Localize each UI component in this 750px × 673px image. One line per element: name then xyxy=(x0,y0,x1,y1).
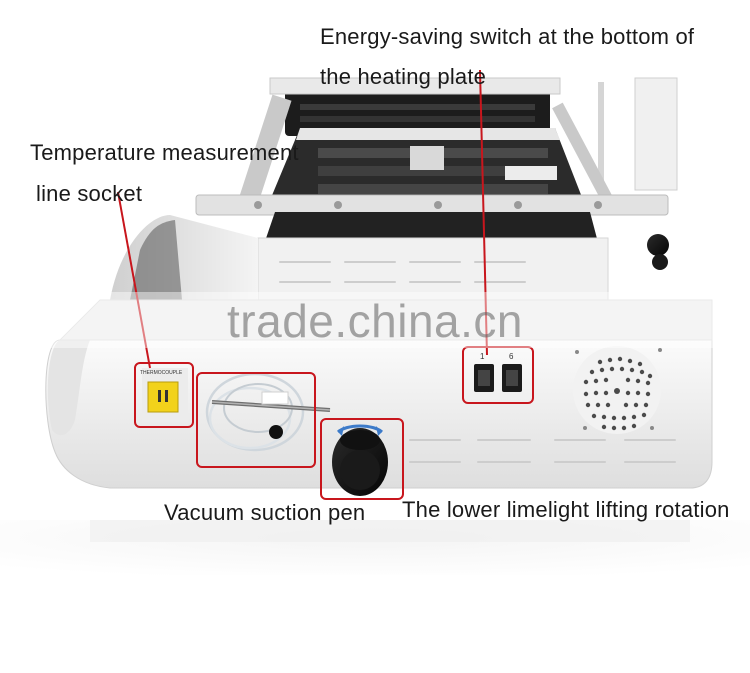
rotation-knob-icon xyxy=(332,424,388,496)
callout-lower-light: The lower limelight lifting rotation xyxy=(402,497,730,522)
thermocouple-label: THERMOCOUPLE xyxy=(140,370,183,376)
watermark-band xyxy=(0,292,750,348)
watermark: trade.china.cn xyxy=(227,295,523,347)
callout-temp-socket-line2: line socket xyxy=(36,181,143,206)
callout-energy-switch-line2: the heating plate xyxy=(320,64,487,89)
switch-label-right: 6 xyxy=(509,352,514,361)
callout-temp-socket-line1: Temperature measurement xyxy=(30,140,299,165)
callout-energy-switch-line1: Energy-saving switch at the bottom of xyxy=(320,24,695,49)
switch-label-left: 1 xyxy=(480,352,485,361)
thermocouple-socket xyxy=(142,368,188,422)
callout-vacuum-pen: Vacuum suction pen xyxy=(164,500,366,525)
vacuum-pen xyxy=(205,372,331,452)
energy-saving-switches xyxy=(474,364,522,392)
thermocouple-highlight xyxy=(134,362,194,428)
vacuum-pen-highlight xyxy=(196,372,316,468)
fan-vent-icon xyxy=(573,346,662,434)
rotation-knob-highlight xyxy=(320,418,404,500)
switch-highlight xyxy=(462,346,534,404)
